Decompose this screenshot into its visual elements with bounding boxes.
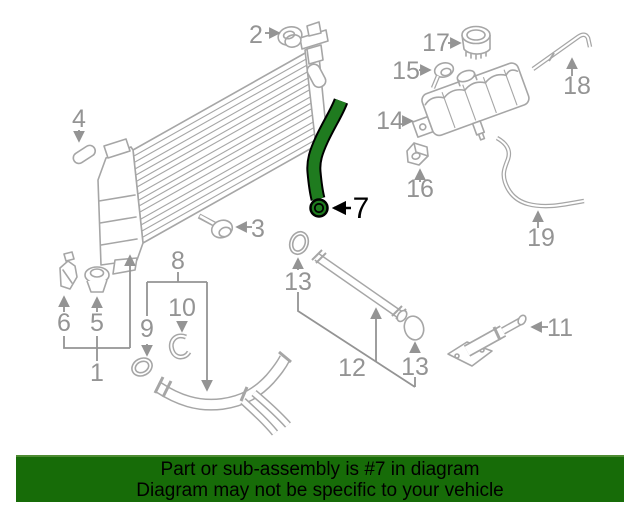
part-16-bracket-drawing xyxy=(406,142,429,166)
part-label-2[interactable]: 2 xyxy=(249,21,281,49)
part-13-oring-right-drawing xyxy=(403,315,425,341)
part-2-cap-drawing xyxy=(277,25,303,48)
banner-line-1: Part or sub-assembly is #7 in diagram xyxy=(160,458,480,480)
part-label-11[interactable]: 11 xyxy=(530,314,573,342)
part-label-13-left[interactable]: 13 xyxy=(284,257,416,388)
part-label-9-text[interactable]: 9 xyxy=(140,315,154,343)
part-label-11-text[interactable]: 11 xyxy=(547,314,573,342)
part-13-oring-left-drawing xyxy=(288,230,310,256)
lower-y-hose-drawing xyxy=(153,350,292,436)
part-14-reservoir-drawing xyxy=(411,62,530,141)
part-label-9[interactable]: 9 xyxy=(140,315,154,357)
radiator-fins xyxy=(133,57,318,238)
part-label-3[interactable]: 3 xyxy=(235,215,265,243)
part-17-cap-drawing xyxy=(461,25,491,60)
part-15-bolt-drawing xyxy=(430,62,455,89)
part-label-10[interactable]: 10 xyxy=(168,294,196,333)
part-11-outlet-drawing xyxy=(447,314,527,367)
part-label-1[interactable]: 1 xyxy=(63,254,136,387)
part-18-rod-drawing xyxy=(531,32,593,71)
part-label-17-text[interactable]: 17 xyxy=(422,29,450,57)
part-7-hose-end[interactable] xyxy=(309,198,329,218)
part-7-hose-body[interactable] xyxy=(308,98,347,201)
part-19-hose-drawing xyxy=(495,136,585,209)
part-label-19-text[interactable]: 19 xyxy=(527,224,555,252)
part-label-14[interactable]: 14 xyxy=(376,107,414,135)
part-label-16-text[interactable]: 16 xyxy=(406,175,434,203)
part-5-grommet-drawing xyxy=(84,266,110,293)
part-label-13-left-text[interactable]: 13 xyxy=(284,268,312,296)
part-label-18[interactable]: 18 xyxy=(563,57,591,100)
part-label-7[interactable]: 7 xyxy=(331,192,370,225)
part-label-13-right[interactable]: 13 xyxy=(401,341,429,381)
part-label-1-text[interactable]: 1 xyxy=(90,359,104,387)
part-label-6[interactable]: 6 xyxy=(57,295,71,337)
part-label-6-text[interactable]: 6 xyxy=(57,309,71,337)
part-label-19[interactable]: 19 xyxy=(527,210,555,252)
part-label-10-text[interactable]: 10 xyxy=(168,294,196,322)
part-label-14-text[interactable]: 14 xyxy=(376,107,404,135)
part-10-clip-drawing xyxy=(168,333,192,360)
part-label-3-text[interactable]: 3 xyxy=(251,215,265,243)
part-label-4-text[interactable]: 4 xyxy=(72,105,86,133)
part-4-pin-drawing xyxy=(72,144,97,165)
part-label-8-text[interactable]: 8 xyxy=(171,247,185,275)
part-6-draincock-drawing xyxy=(59,251,78,290)
part-12-pipe-drawing xyxy=(311,249,408,323)
part-label-17[interactable]: 17 xyxy=(422,29,462,57)
part-label-4[interactable]: 4 xyxy=(72,105,86,143)
part-3-bolt-drawing xyxy=(197,213,234,239)
part-label-15-text[interactable]: 15 xyxy=(392,57,420,85)
part-label-18-text[interactable]: 18 xyxy=(563,72,591,100)
part-label-2-text[interactable]: 2 xyxy=(249,21,263,49)
part-label-12-text[interactable]: 12 xyxy=(338,354,366,382)
part-label-16[interactable]: 16 xyxy=(406,168,434,203)
part-label-13-right-text[interactable]: 13 xyxy=(401,353,429,381)
highlighted-part-7-hose[interactable] xyxy=(306,98,349,218)
banner-line-2: Diagram may not be specific to your vehi… xyxy=(136,479,504,501)
part-9-oring-drawing xyxy=(131,357,153,377)
part-label-8[interactable]: 8 xyxy=(146,247,213,392)
highlight-banner: Part or sub-assembly is #7 in diagram Di… xyxy=(16,455,624,502)
part-label-15[interactable]: 15 xyxy=(392,57,432,85)
part-label-7-text[interactable]: 7 xyxy=(353,192,370,225)
part-label-12[interactable]: 12 xyxy=(338,307,382,382)
part-label-5-text[interactable]: 5 xyxy=(90,309,104,337)
part-label-5[interactable]: 5 xyxy=(90,296,104,337)
radiator-drawing xyxy=(97,21,329,275)
